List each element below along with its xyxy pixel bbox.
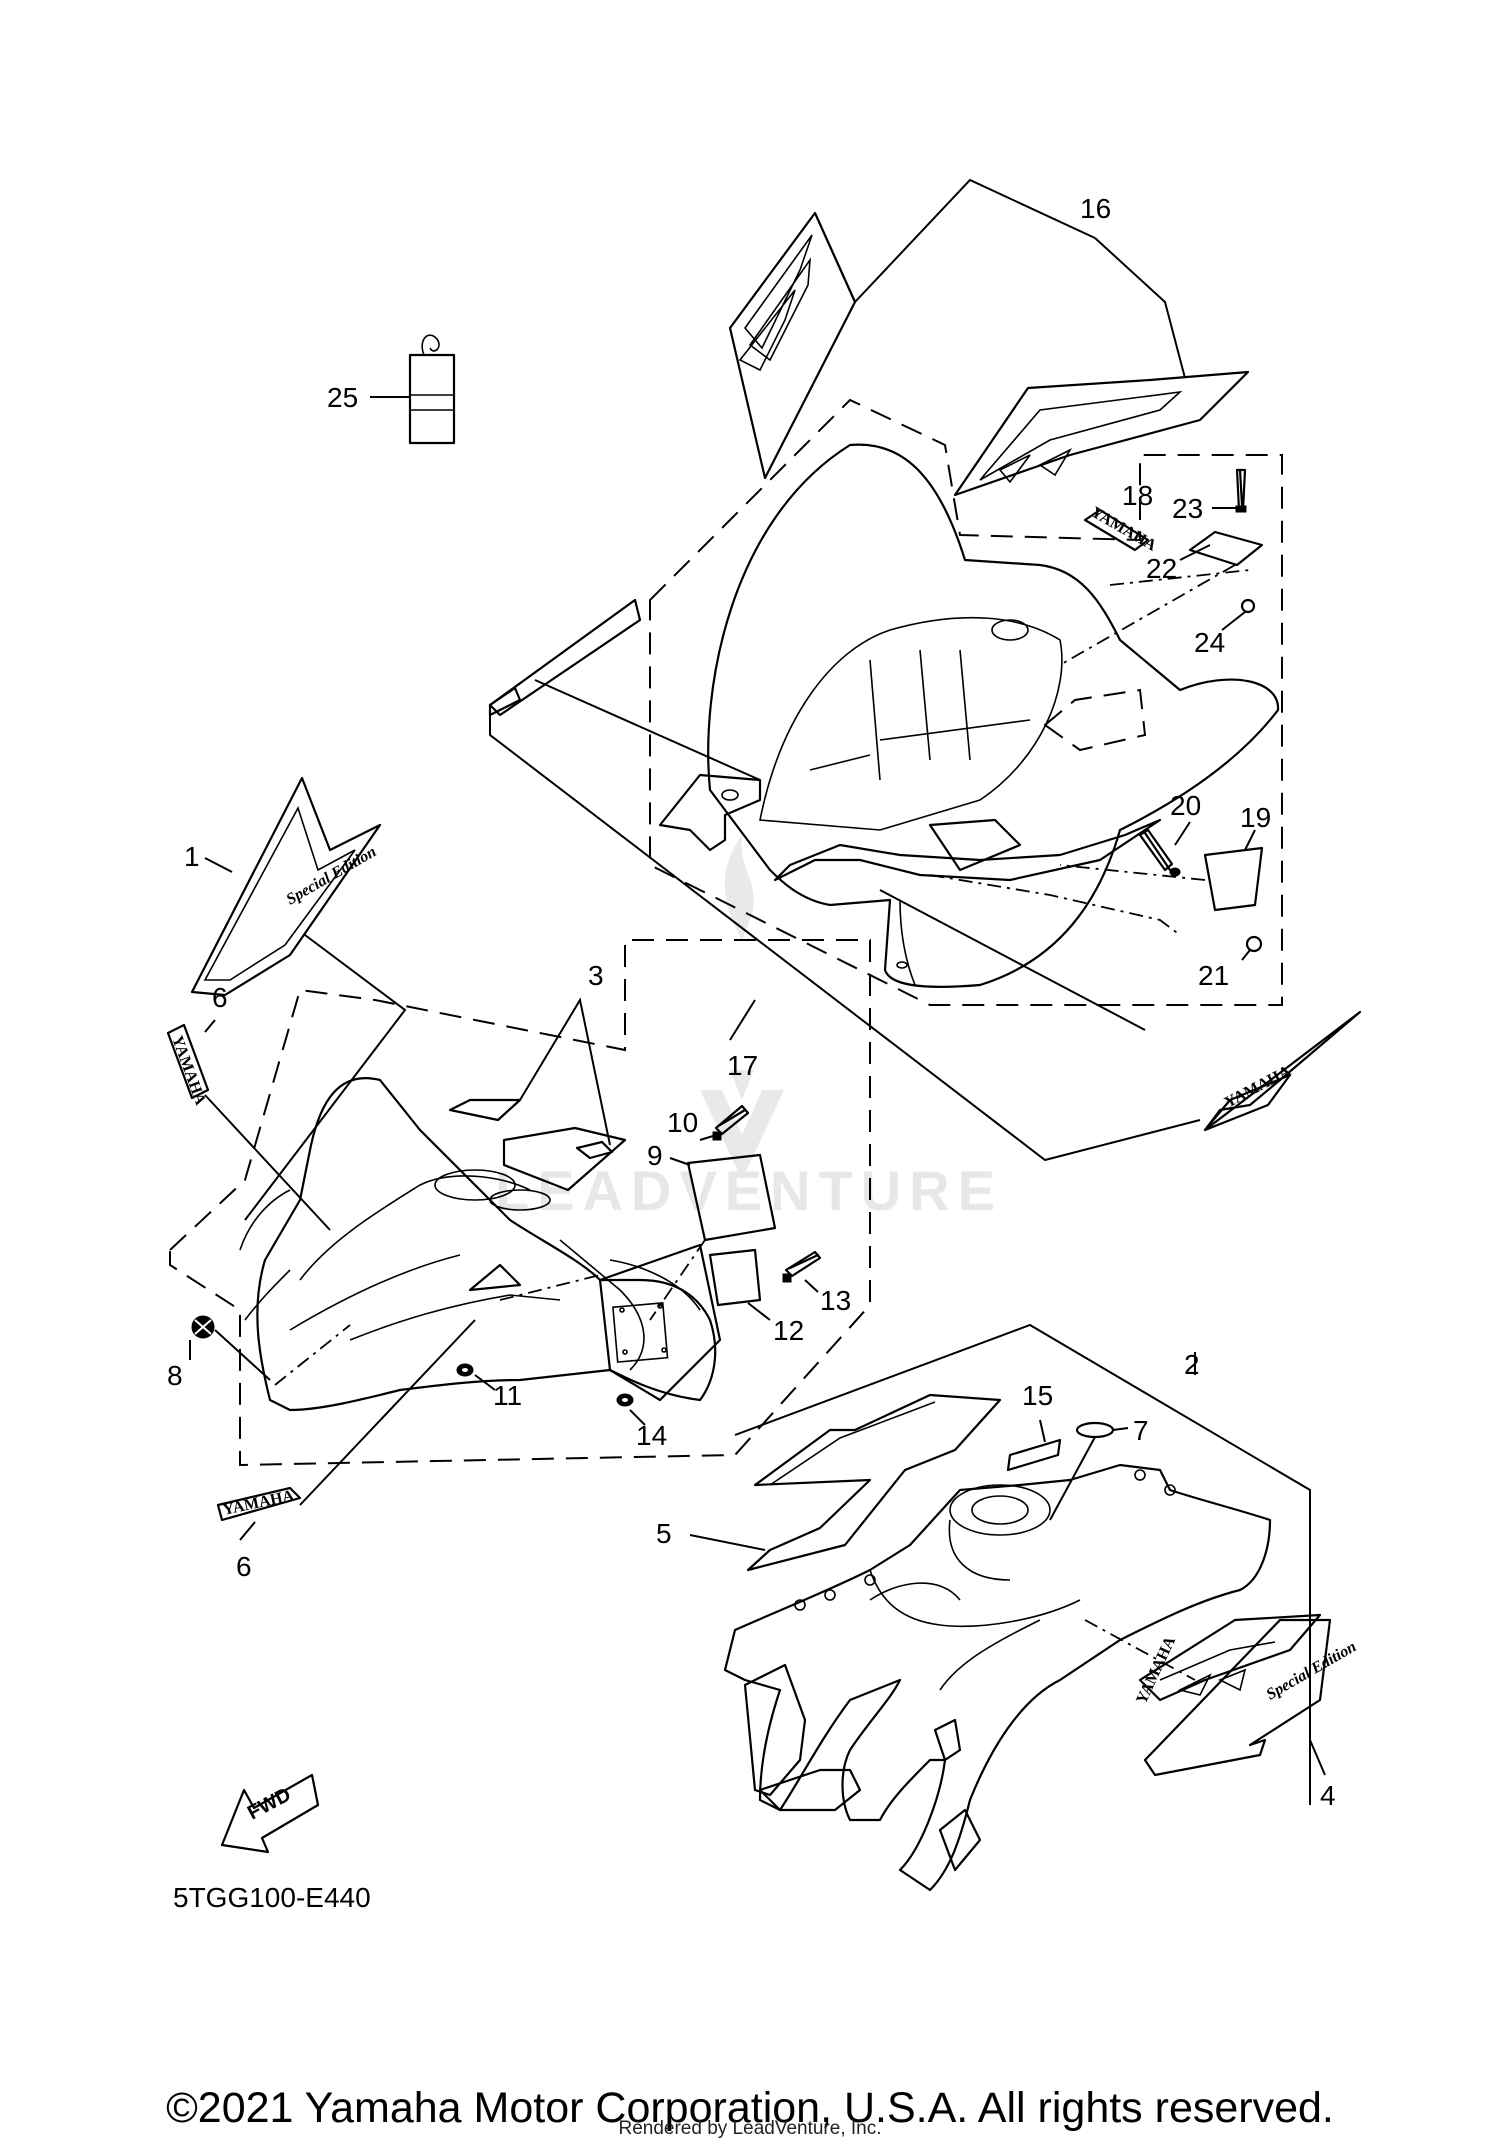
callout-17: 17: [727, 1050, 758, 1081]
callout-15: 15: [1022, 1380, 1053, 1411]
decal-text-1: Special Edition: [284, 843, 380, 908]
part-2-tank-cover: 2: [723, 1323, 1311, 1892]
callout-4: 4: [1320, 1780, 1336, 1811]
decal-text-6a: YAMAHA: [168, 1034, 209, 1108]
callout-3: 3: [588, 960, 604, 991]
callout-21: 21: [1198, 960, 1229, 991]
callout-1: 1: [184, 841, 200, 872]
callout-18: 18: [1122, 480, 1153, 511]
callout-20: 20: [1170, 790, 1201, 821]
callout-6b: 6: [236, 1551, 252, 1582]
callout-6a: 6: [212, 982, 228, 1013]
callout-8: 8: [167, 1360, 183, 1391]
diagram-code: 5TGG100-E440: [173, 1882, 371, 1913]
front-fender-assembly: [169, 939, 871, 1467]
decal-text-rear: YAMAHA: [1222, 1062, 1294, 1111]
parts-19-24-plates: 23 22 24 20 19 21: [1059, 468, 1271, 991]
part-6-yamaha-emblems: YAMAHA 6 YAMAHA 6: [166, 982, 476, 1582]
callout-10: 10: [667, 1107, 698, 1138]
parts-7-15-small-decals: 15 7: [1006, 1380, 1149, 1521]
leadventure-logo-icon: [700, 835, 784, 1180]
parts-9-13-plates: 10 9 12 13: [647, 1104, 851, 1346]
callout-25: 25: [327, 382, 358, 413]
render-credit: Rendered by LeadVenture, Inc.: [618, 2118, 882, 2139]
fwd-arrow-icon: FWD: [220, 1773, 320, 1854]
callout-22: 22: [1146, 553, 1177, 584]
leadventure-watermark: LEADVENTURE: [495, 835, 1003, 1222]
callout-9: 9: [647, 1140, 663, 1171]
callout-16: 16: [1080, 193, 1111, 224]
parts-11-14-washers: 11 14: [456, 1363, 667, 1451]
callout-2: 2: [1184, 1349, 1200, 1380]
part-18-rear-emblem: YAMAHA 18: [1083, 480, 1159, 555]
part-25-caution-tag: 25: [327, 334, 456, 445]
callout-13: 13: [820, 1285, 851, 1316]
callout-14: 14: [636, 1420, 667, 1451]
callout-11: 11: [493, 1380, 522, 1411]
callout-5: 5: [656, 1518, 672, 1549]
part-17-rear-fender: YAMAHA 17: [488, 398, 1362, 1162]
callout-12: 12: [773, 1315, 804, 1346]
callout-24: 24: [1194, 627, 1225, 658]
callout-7: 7: [1133, 1415, 1149, 1446]
decal-text-4b: Special Edition: [1264, 1638, 1360, 1703]
fwd-label: FWD: [244, 1784, 295, 1825]
callout-23: 23: [1172, 493, 1203, 524]
copyright-text: ©2021 Yamaha Motor Corporation, U.S.A. A…: [166, 2084, 1334, 2132]
part-8-grommet: 8: [167, 1315, 271, 1391]
decal-text-6b: YAMAHA: [221, 1487, 296, 1519]
watermark-text: LEADVENTURE: [495, 1159, 1003, 1222]
callout-19: 19: [1240, 802, 1271, 833]
part-16-seat-decals: 16: [728, 178, 1250, 497]
part-4-side-decal: YAMAHA Special Edition 4: [1133, 1613, 1360, 1811]
part-5-tank-decal: 5: [656, 1393, 1002, 1572]
part-3-front-small-decals: 3: [448, 960, 627, 1192]
